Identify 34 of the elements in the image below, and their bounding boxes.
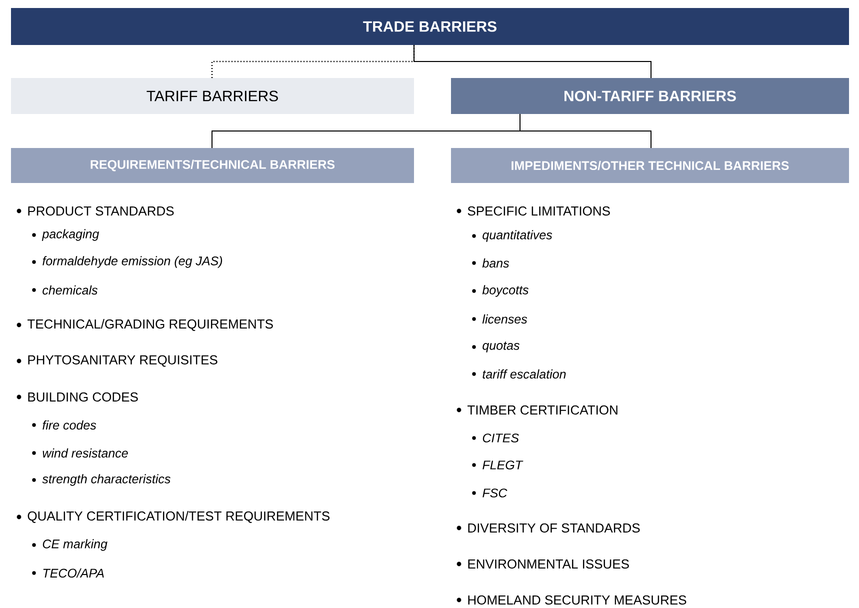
sub-list-item: CITES bbox=[482, 434, 519, 442]
list-item: SPECIFIC LIMITATIONS bbox=[468, 206, 610, 216]
sub-list-item: wind resistance bbox=[42, 448, 128, 458]
list-item: TECHNICAL/GRADING REQUIREMENTS bbox=[28, 319, 273, 331]
connector-line bbox=[414, 44, 652, 78]
sub-list-item: FSC bbox=[482, 488, 508, 498]
sub-list-item: packaging bbox=[42, 229, 100, 241]
list-item: QUALITY CERTIFICATION/TEST REQUIREMENTS bbox=[28, 511, 330, 523]
sub-list-item: quotas bbox=[482, 342, 520, 352]
list-item: DIVERSITY OF STANDARDS bbox=[468, 523, 640, 533]
list-item: ENVIRONMENTAL ISSUES bbox=[468, 559, 629, 569]
sub-list-item: CE marking bbox=[42, 539, 108, 551]
sub-list-item: strength characteristics bbox=[42, 474, 170, 486]
list-item: PRODUCT STANDARDS bbox=[28, 206, 174, 216]
sub-list-item: chemicals bbox=[42, 285, 98, 295]
sub-list-item: licenses bbox=[482, 314, 528, 324]
list-item: TIMBER CERTIFICATION bbox=[468, 405, 618, 415]
connector-line bbox=[520, 114, 652, 148]
list-item: HOMELAND SECURITY MEASURES bbox=[468, 595, 686, 605]
category-box: TARIFF BARRIERS bbox=[11, 78, 414, 114]
heading-bar: REQUIREMENTS/TECHNICAL BARRIERS bbox=[11, 148, 414, 183]
sub-list-item: fire codes bbox=[42, 420, 96, 430]
sub-list-item: bans bbox=[482, 258, 510, 268]
sub-list-item: FLEGT bbox=[482, 460, 524, 470]
category-box: NON-TARIFF BARRIERS bbox=[451, 78, 849, 114]
heading-bar: IMPEDIMENTS/OTHER TECHNICAL BARRIERS bbox=[451, 148, 849, 183]
sub-list-item: tariff escalation bbox=[482, 369, 566, 379]
list-item: PHYTOSANITARY REQUISITES bbox=[28, 355, 218, 367]
sub-list-item: quantitatives bbox=[482, 230, 552, 242]
sub-list-item: formaldehyde emission (eg JAS) bbox=[42, 256, 222, 268]
list-item: BUILDING CODES bbox=[28, 392, 138, 402]
sub-list-item: boycotts bbox=[482, 285, 528, 297]
title-bar: TRADE BARRIERS bbox=[11, 8, 849, 45]
sub-list-item: TECO/APA bbox=[43, 568, 104, 578]
